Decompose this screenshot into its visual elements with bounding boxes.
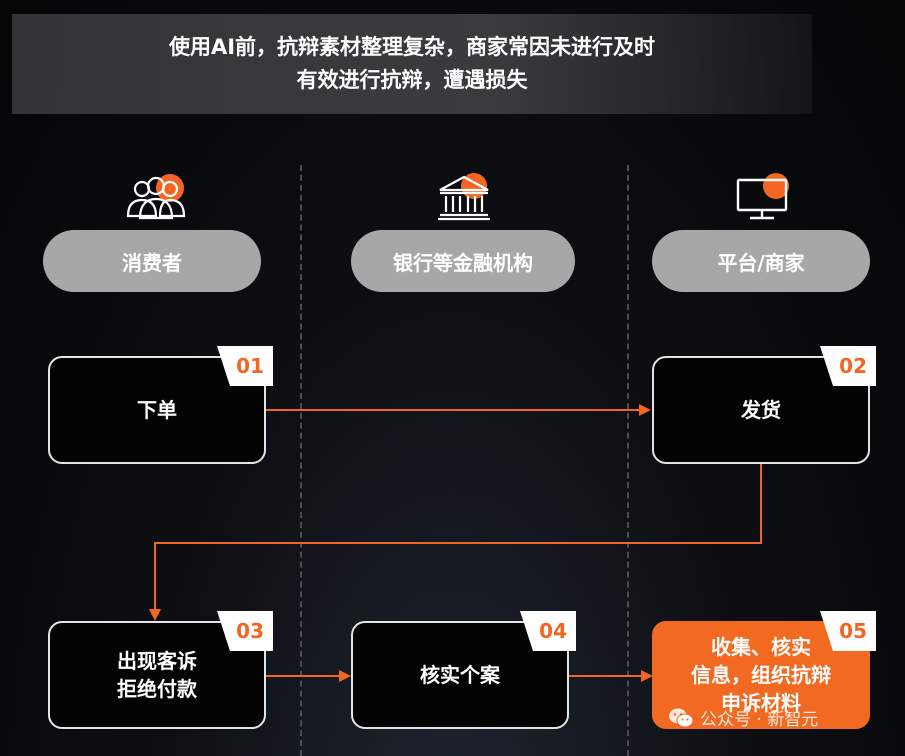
- role-bank-label: 银行等金融机构: [393, 250, 533, 275]
- arrowhead-02: [639, 404, 651, 416]
- arrowhead-05: [641, 670, 653, 682]
- monitor-icon: [736, 173, 789, 220]
- title-line-1: 使用AI前，抗辩素材整理复杂，商家常因未进行及时: [168, 35, 656, 59]
- role-merchant: 平台/商家: [652, 230, 870, 292]
- watermark-text: 公众号 · 新智元: [700, 710, 819, 730]
- role-consumer-label: 消费者: [122, 250, 182, 275]
- lane-divider-1: [300, 165, 302, 756]
- wechat-icon: [669, 708, 694, 727]
- title-line-2: 有效进行抗辩，遭遇损失: [296, 68, 528, 92]
- watermark: 公众号 · 新智元: [668, 705, 818, 730]
- step-03-text: 出现客诉 拒绝付款: [117, 649, 197, 701]
- arrowhead-04: [339, 670, 351, 682]
- arrow-02-to-03: [154, 464, 762, 612]
- title-banner: 使用AI前，抗辩素材整理复杂，商家常因未进行及时 有效进行抗辩，遭遇损失: [12, 14, 812, 114]
- lane-divider-2: [627, 165, 629, 756]
- users-icon: [126, 174, 186, 220]
- bank-icon: [438, 173, 490, 221]
- step-02-text: 发货: [741, 398, 781, 422]
- role-merchant-label: 平台/商家: [717, 250, 805, 275]
- role-bank: 银行等金融机构: [351, 230, 575, 292]
- arrowhead-03: [149, 609, 161, 621]
- step-05-text: 收集、核实 信息，组织抗辩 申诉材料: [691, 635, 831, 715]
- step-04-text: 核实个案: [420, 663, 500, 687]
- role-consumer: 消费者: [43, 230, 261, 292]
- step-01-text: 下单: [137, 398, 177, 422]
